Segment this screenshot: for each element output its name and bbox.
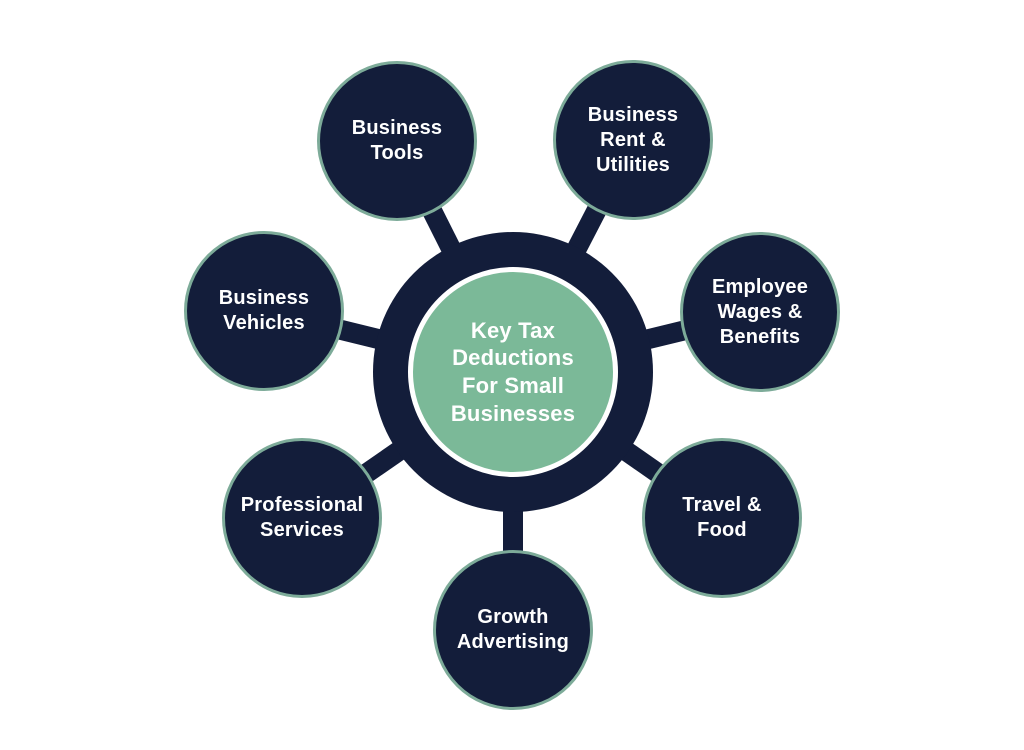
node-label-travel-food: Travel & Food — [682, 494, 762, 541]
node-growth-advertising: Growth Advertising — [433, 550, 593, 710]
node-label-business-vehicles: Business Vehicles — [218, 287, 310, 334]
node-label-growth-advertising: Growth Advertising — [456, 606, 570, 653]
node-business-rent-utilities: Business Rent & Utilities — [553, 60, 713, 220]
node-travel-food: Travel & Food — [642, 438, 802, 598]
hub-outer-ring: Key Tax Deductions For Small Businesses — [373, 232, 653, 512]
node-employee-wages-benefits: Employee Wages & Benefits — [680, 232, 840, 392]
node-business-vehicles: Business Vehicles — [184, 231, 344, 391]
node-label-professional-services: Professional Services — [240, 494, 364, 541]
node-business-tools: Business Tools — [317, 61, 477, 221]
hub-title: Key Tax Deductions For Small Businesses — [450, 317, 576, 426]
node-label-business-rent-utilities: Business Rent & Utilities — [587, 103, 679, 176]
node-label-business-tools: Business Tools — [351, 117, 443, 164]
node-label-employee-wages-benefits: Employee Wages & Benefits — [711, 275, 809, 348]
node-professional-services: Professional Services — [222, 438, 382, 598]
hub-inner-circle: Key Tax Deductions For Small Businesses — [408, 267, 618, 477]
